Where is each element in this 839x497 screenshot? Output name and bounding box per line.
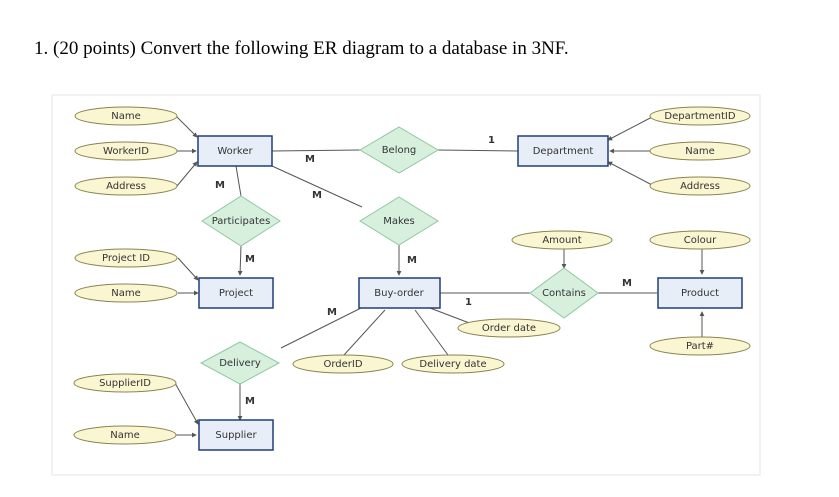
svg-text:Order date: Order date (482, 323, 536, 334)
attribute-department-address: Address (649, 176, 751, 196)
cardinality-delivery-supplier: M (245, 396, 255, 407)
attribute-worker-id: WorkerID (74, 141, 178, 161)
attribute-worker-name: Name (74, 106, 178, 126)
attribute-order-date: Order date (457, 318, 561, 338)
svg-text:DepartmentID: DepartmentID (664, 111, 735, 122)
svg-text:Worker: Worker (217, 146, 253, 157)
cardinality-buyorder-orderdate: 1 (465, 297, 472, 308)
svg-text:Supplier: Supplier (215, 430, 257, 441)
entity-buy-order: Buy-order (358, 277, 441, 309)
svg-text:Amount: Amount (542, 235, 581, 246)
cardinality-worker-participates: M (215, 180, 225, 191)
attribute-supplier-id: SupplierID (73, 373, 177, 393)
relationship-contains: Contains (529, 267, 599, 319)
svg-text:Colour: Colour (684, 235, 717, 246)
entity-supplier: Supplier (198, 419, 274, 451)
svg-text:Department: Department (533, 146, 594, 157)
entity-department: Department (517, 135, 609, 167)
cardinality-makes-buyorder: M (407, 255, 417, 266)
svg-text:Name: Name (111, 111, 141, 122)
attribute-order-id: OrderID (292, 354, 394, 374)
attribute-department-name: Name (649, 141, 751, 161)
cardinality-participates-project: M (245, 254, 255, 265)
svg-text:Part#: Part# (686, 341, 714, 352)
svg-text:WorkerID: WorkerID (103, 146, 149, 157)
svg-text:Name: Name (685, 146, 715, 157)
svg-text:Project ID: Project ID (102, 253, 150, 264)
attribute-colour: Colour (649, 230, 751, 250)
attribute-department-id: DepartmentID (649, 106, 751, 126)
question-text: 1. (20 points) Convert the following ER … (34, 38, 569, 59)
cardinality-project-buyorder: M (327, 307, 337, 318)
relationship-belong: Belong (359, 126, 439, 174)
svg-text:Name: Name (111, 288, 141, 299)
attribute-project-id: Project ID (74, 248, 178, 268)
svg-text:OrderID: OrderID (323, 359, 362, 370)
attribute-delivery-date: Delivery date (401, 354, 505, 374)
svg-text:Product: Product (681, 288, 719, 299)
diagram-frame (51, 94, 761, 476)
svg-text:Delivery date: Delivery date (419, 359, 486, 370)
svg-text:SupplierID: SupplierID (99, 378, 151, 389)
cardinality-worker-makes: M (312, 190, 322, 201)
cardinality-worker-belong: M (305, 154, 315, 165)
svg-text:Address: Address (680, 181, 720, 192)
svg-text:Address: Address (106, 181, 146, 192)
svg-text:Project: Project (219, 288, 253, 299)
entity-product: Product (657, 277, 743, 309)
svg-text:Makes: Makes (383, 216, 415, 227)
attribute-project-name: Name (74, 283, 178, 303)
relationship-delivery: Delivery (199, 341, 281, 385)
svg-text:Delivery: Delivery (219, 358, 261, 369)
entity-worker: Worker (197, 135, 273, 167)
svg-text:Belong: Belong (382, 145, 417, 156)
connector-lines (174, 115, 705, 438)
svg-text:Contains: Contains (542, 288, 586, 299)
relationship-participates: Participates (201, 195, 281, 247)
cardinality-contains-product: M (622, 278, 632, 289)
entity-project: Project (198, 277, 274, 309)
svg-text:Name: Name (110, 430, 140, 441)
attribute-amount: Amount (511, 230, 613, 250)
attribute-part-number: Part# (649, 336, 751, 356)
relationship-makes: Makes (359, 196, 439, 246)
attribute-supplier-name: Name (73, 425, 177, 445)
cardinality-belong-department: 1 (488, 135, 495, 146)
svg-text:Participates: Participates (212, 216, 271, 227)
attribute-worker-address: Address (74, 176, 178, 196)
svg-text:Buy-order: Buy-order (374, 288, 424, 299)
